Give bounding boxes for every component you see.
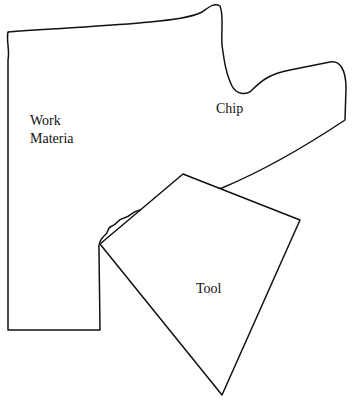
- tool-outline: [100, 174, 300, 395]
- part-name: Chip: [216, 100, 276, 118]
- part-name: Work Materia: [30, 112, 92, 148]
- part-name: Tool: [196, 280, 256, 298]
